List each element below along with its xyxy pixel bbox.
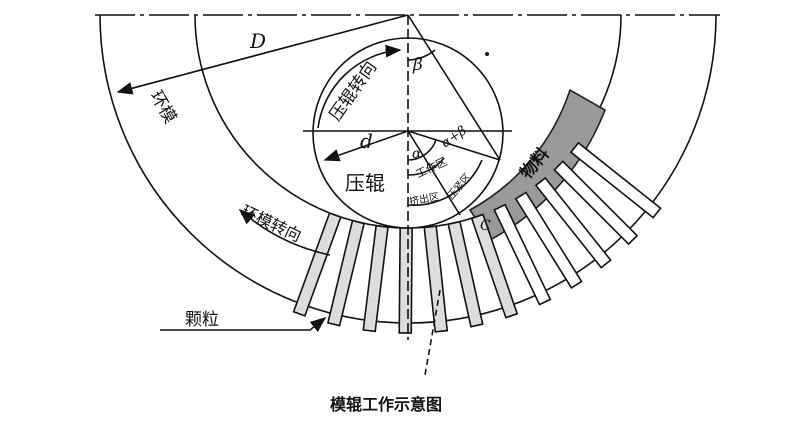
die-hole-pellet [326, 219, 366, 327]
diagram-caption: 模辊工作示意图 [330, 395, 442, 414]
die-hole-pellet [362, 224, 389, 333]
label-pellets: 颗粒 [185, 310, 219, 330]
die-holes [292, 141, 662, 334]
label-alpha: α [412, 146, 422, 162]
label-d: d [360, 129, 373, 153]
ring-rotation-arrow [238, 208, 331, 256]
die-hole-pellet [534, 176, 612, 269]
zone-line [407, 130, 501, 161]
label-ring-rotation: 环模转向 [238, 201, 304, 245]
die-hole-pellet [292, 212, 342, 317]
pellets-arrow [160, 317, 327, 332]
label-D: D [249, 29, 266, 53]
zone-line-2 [407, 130, 461, 216]
reference-dot [485, 52, 489, 56]
die-hole-pellet [553, 160, 639, 246]
label-ring-die: 环模 [146, 88, 180, 127]
die-hole-pellet [423, 225, 449, 333]
die-hole-pellet [493, 203, 552, 306]
alpha-arc [407, 139, 437, 161]
zone-arc-1 [407, 157, 445, 176]
label-roller: 压辊 [345, 171, 385, 195]
die-hole-pellet [470, 213, 519, 319]
label-beta: β [412, 55, 423, 75]
die-hole-pellet [447, 220, 484, 328]
label-point-c: C [480, 218, 491, 234]
die-hole-pellet [398, 227, 413, 334]
D-dimension-line [116, 14, 409, 95]
beta-arc [407, 49, 436, 61]
die-hole-pellet [569, 141, 662, 219]
force-line [407, 14, 501, 161]
d-dimension-line [323, 130, 409, 162]
zone-arc-2 [407, 159, 483, 206]
die-hole-pellet [514, 191, 583, 289]
roller-rotation-arrow [317, 44, 402, 129]
caption-leader [424, 289, 441, 376]
